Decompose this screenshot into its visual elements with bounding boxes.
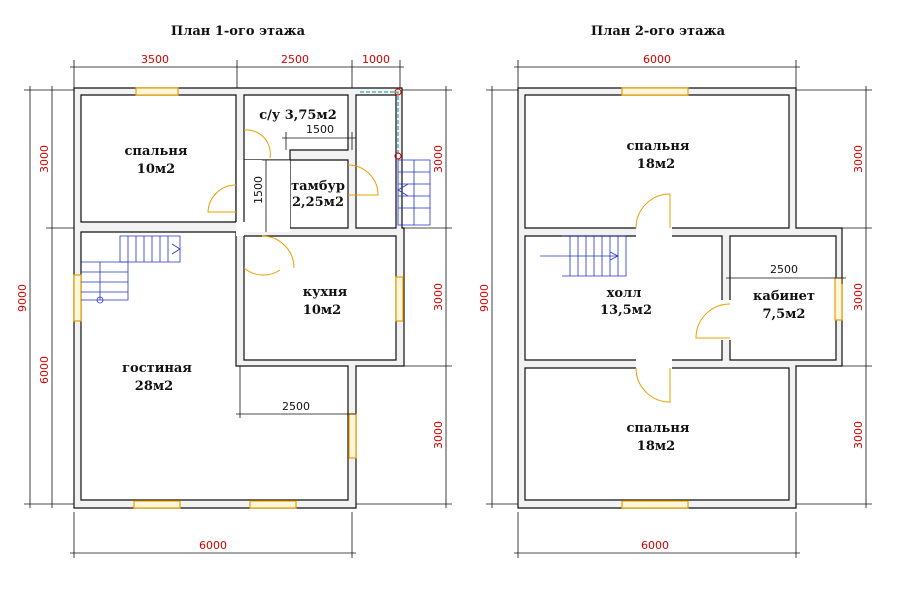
plan-1-dim-inner-2500: 2500 — [282, 400, 310, 413]
plan-1-right-dimensions: 3000 3000 3000 — [356, 86, 452, 508]
plan-1-doors — [207, 129, 379, 276]
room-vestibule-name: тамбур — [291, 179, 345, 194]
room-bedroom-lower-area: 18м2 — [637, 439, 675, 454]
plan-2-dim-top-6000: 6000 — [643, 53, 671, 66]
plan-1-dim-left-6000: 6000 — [38, 356, 51, 384]
plan-2-room-labels: спальня 18м2 холл 13,5м2 кабинет 7,5м2 с… — [600, 139, 815, 454]
room-study-area: 7,5м2 — [763, 307, 806, 322]
plan-2-dim-inner-2500: 2500 — [770, 263, 798, 276]
plan-1-room-labels: спальня 10м2 с/у 3,75м2 тамбур 2,25м2 ку… — [122, 108, 348, 394]
plan-1-dim-right-3000-b: 3000 — [432, 283, 445, 311]
plan-2-walls — [517, 87, 843, 509]
plan-1-dim-top-3500: 3500 — [141, 53, 169, 66]
plan-1-title: План 1-ого этажа — [171, 24, 306, 39]
room-living-name: гостиная — [122, 361, 192, 376]
window — [621, 87, 689, 96]
room-kitchen-area: 10м2 — [303, 303, 341, 318]
room-bedroom-name: спальня — [125, 144, 188, 159]
room-study-name: кабинет — [753, 289, 815, 304]
plan-1-dim-left-3000: 3000 — [38, 145, 51, 173]
plan-2-bottom-dimension: 6000 — [514, 512, 800, 558]
room-bedroom-upper-area: 18м2 — [637, 157, 675, 172]
plan-1-floor: План 1-ого этажа 3500 2500 1000 6000 — [16, 24, 452, 558]
plan-1-windows — [73, 87, 404, 509]
room-bathroom-name: с/у 3,75м2 — [259, 108, 337, 123]
plan-2-inner-dimension: 2500 — [726, 263, 846, 284]
plan-1-bottom-dimension: 6000 — [70, 512, 356, 558]
window — [621, 500, 689, 509]
window — [135, 87, 179, 96]
plan-2-stairs — [540, 235, 627, 277]
plan-2-windows — [621, 87, 843, 509]
room-bedroom-area: 10м2 — [137, 162, 175, 177]
plan-2-floor: План 2-ого этажа 6000 6000 9000 — [478, 24, 872, 558]
window — [395, 276, 404, 322]
plan-2-dim-right-3000-a: 3000 — [852, 145, 865, 173]
plan-2-right-dimensions: 3000 3000 3000 — [796, 86, 872, 508]
plan-1-top-dimensions: 3500 2500 1000 — [70, 53, 404, 88]
plan-2-dim-right-3000-b: 3000 — [852, 283, 865, 311]
plan-1-dim-bottom-6000: 6000 — [199, 539, 227, 552]
plan-2-dim-left-9000: 9000 — [478, 284, 491, 312]
plan-2-dim-bottom-6000: 6000 — [641, 539, 669, 552]
plan-1-walls — [73, 87, 405, 509]
window — [348, 413, 357, 459]
plan-2-doors — [635, 193, 731, 403]
window — [133, 500, 181, 509]
room-hall-name: холл — [607, 286, 642, 301]
plan-1-dim-top-1000: 1000 — [362, 53, 390, 66]
plan-1-dim-right-3000-a: 3000 — [432, 145, 445, 173]
room-vestibule-area: 2,25м2 — [292, 195, 344, 210]
room-hall-area: 13,5м2 — [600, 303, 652, 318]
plan-1-dim-inner-1500-v: 1500 — [252, 176, 265, 204]
plan-2-left-dimension: 9000 — [478, 86, 518, 508]
window — [73, 274, 82, 322]
plan-1-dim-right-3000-c: 3000 — [432, 421, 445, 449]
window — [834, 277, 843, 321]
room-bedroom-upper-name: спальня — [627, 139, 690, 154]
room-bedroom-lower-name: спальня — [627, 421, 690, 436]
plan-2-title: План 2-ого этажа — [591, 24, 726, 39]
plan-1-stairs — [81, 88, 431, 304]
plan-1-dim-left-9000: 9000 — [16, 284, 29, 312]
room-kitchen-name: кухня — [303, 285, 348, 300]
room-living-area: 28м2 — [135, 379, 173, 394]
plan-1-dim-inner-1500-h: 1500 — [306, 123, 334, 136]
plan-2-dim-right-3000-c: 3000 — [852, 421, 865, 449]
window — [249, 500, 297, 509]
plan-1-left-dimensions: 3000 9000 6000 — [16, 86, 74, 508]
plan-2-top-dimension: 6000 — [514, 53, 800, 88]
plan-1-dim-top-2500: 2500 — [281, 53, 309, 66]
plan-1-inner-dimensions: 1500 1500 2500 — [236, 123, 356, 418]
